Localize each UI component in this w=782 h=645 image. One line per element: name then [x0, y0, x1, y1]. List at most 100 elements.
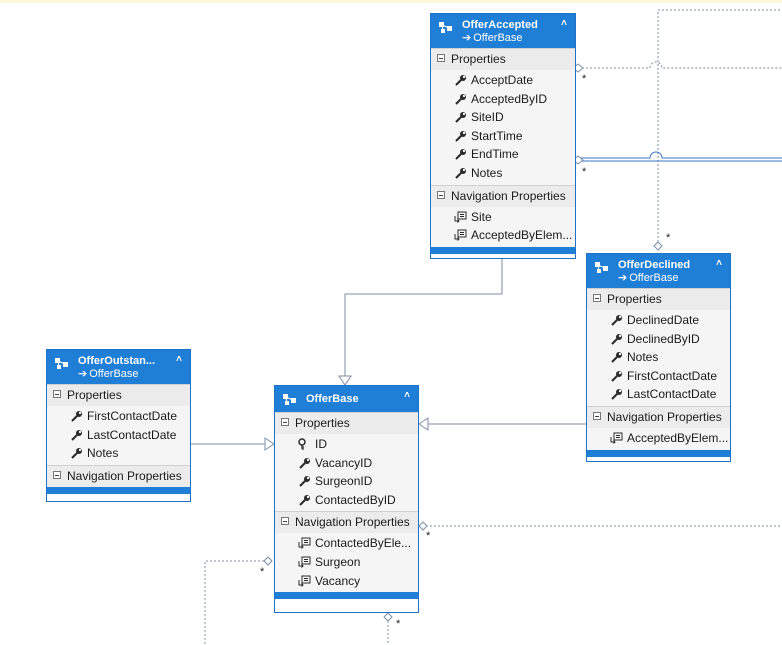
entity-icon — [54, 357, 70, 371]
property-item[interactable]: SiteID — [431, 108, 575, 127]
multiplicity-mark: * — [260, 566, 265, 578]
properties-section-header[interactable]: Properties — [431, 48, 575, 70]
association-line-1 — [578, 61, 782, 69]
item-label: AcceptedByElem... — [471, 228, 573, 243]
wrench-icon — [70, 410, 83, 422]
navigation-property-item[interactable]: AcceptedByElem... — [587, 429, 730, 448]
section-title: Navigation Properties — [295, 515, 410, 530]
wrench-icon — [454, 111, 467, 123]
navigation-section-header[interactable]: Navigation Properties — [275, 511, 418, 534]
multiplicity-mark: * — [396, 618, 401, 630]
wrench-icon — [610, 388, 623, 401]
entity-name: OfferAccepted — [462, 19, 538, 31]
wrench-icon — [610, 370, 623, 382]
collapse-minus-icon[interactable] — [593, 294, 601, 302]
property-item[interactable]: DeclinedDate — [587, 311, 730, 330]
collapse-minus-icon[interactable] — [281, 517, 289, 526]
navigation-property-item[interactable]: Surgeon — [275, 553, 418, 572]
collapse-chevron-icon[interactable]: ˄ — [404, 390, 410, 401]
collapse-minus-icon[interactable] — [281, 418, 289, 426]
entity-header[interactable]: OfferOutstan...➔OfferBase ˄ — [47, 350, 190, 384]
item-label: DeclinedByID — [627, 331, 700, 346]
item-label: Notes — [627, 350, 659, 365]
collapse-chevron-icon[interactable]: ˄ — [716, 258, 722, 269]
multiplicity-mark: * — [426, 530, 431, 542]
entity-icon — [438, 21, 454, 35]
section-title: Properties — [295, 416, 350, 430]
navigation-property-item[interactable]: Vacancy — [275, 572, 418, 591]
collapse-chevron-icon[interactable]: ˄ — [561, 18, 567, 29]
collapse-chevron-icon[interactable]: ˄ — [176, 354, 182, 365]
collapse-minus-icon[interactable] — [437, 190, 445, 199]
section-title: Navigation Properties — [451, 188, 566, 203]
properties-section-header[interactable]: Properties — [275, 412, 418, 434]
property-item[interactable]: AcceptDate — [431, 71, 575, 90]
entity-name: OfferOutstan... — [78, 355, 156, 367]
item-label: Notes — [471, 165, 503, 180]
navigation-list: AcceptedByElem... — [587, 427, 730, 450]
collapse-minus-icon[interactable] — [593, 411, 601, 420]
collapse-minus-icon[interactable] — [53, 470, 61, 479]
collapse-minus-icon[interactable] — [437, 54, 445, 62]
entity-base-type: ➔OfferBase — [78, 368, 168, 381]
property-item[interactable]: FirstContactDate — [47, 407, 190, 426]
property-item[interactable]: SurgeonID — [275, 472, 418, 491]
navigation-property-icon — [298, 537, 311, 550]
key-icon — [298, 438, 311, 450]
inherits-arrow-icon: ➔ — [78, 368, 88, 380]
section-title: Properties — [607, 292, 662, 306]
inheritance-arrowhead-top — [338, 375, 352, 386]
property-item[interactable]: Notes — [431, 164, 575, 183]
wrench-icon — [454, 74, 467, 86]
property-item[interactable]: LastContactDate — [587, 385, 730, 404]
wrench-icon — [454, 93, 467, 105]
properties-section-header[interactable]: Properties — [587, 288, 730, 310]
property-item[interactable]: AcceptedByID — [431, 90, 575, 109]
entity-header[interactable]: OfferAccepted➔OfferBase ˄ — [431, 14, 575, 48]
navigation-property-item[interactable]: AcceptedByElem... — [431, 226, 575, 245]
inheritance-arrowhead-left — [264, 437, 275, 451]
collapse-minus-icon[interactable] — [53, 390, 61, 398]
property-item[interactable]: DeclinedByID — [587, 330, 730, 349]
item-label: VacancyID — [315, 455, 373, 470]
entity-base-type: ➔OfferBase — [462, 32, 553, 45]
inherits-arrow-icon: ➔ — [618, 272, 628, 284]
item-label: ID — [315, 437, 327, 451]
entity-icon — [594, 261, 610, 275]
navigation-section-header[interactable]: Navigation Properties — [431, 184, 575, 207]
entity-name: OfferDeclined — [618, 259, 691, 271]
properties-section-header[interactable]: Properties — [47, 384, 190, 406]
property-item[interactable]: ID — [275, 435, 418, 454]
navigation-section-header[interactable]: Navigation Properties — [47, 464, 190, 487]
item-label: LastContactDate — [87, 427, 177, 442]
entity-header[interactable]: OfferDeclined➔OfferBase˄ — [587, 254, 730, 288]
property-item[interactable]: VacancyID — [275, 454, 418, 473]
property-item[interactable]: EndTime — [431, 145, 575, 164]
entity-icon — [282, 393, 298, 407]
wrench-icon — [610, 314, 623, 326]
top-edge-bar — [0, 0, 782, 3]
navigation-section-header[interactable]: Navigation Properties — [587, 405, 730, 428]
entity-header[interactable]: OfferBase˄ — [275, 386, 418, 412]
property-item[interactable]: StartTime — [431, 127, 575, 146]
property-item[interactable]: FirstContactDate — [587, 367, 730, 386]
wrench-icon — [454, 148, 467, 161]
entity-footer — [47, 486, 190, 494]
navigation-property-item[interactable]: Site — [431, 208, 575, 227]
item-label: Notes — [87, 446, 119, 461]
item-label: Surgeon — [315, 554, 361, 569]
navigation-property-item[interactable]: ContactedByEle... — [275, 534, 418, 553]
property-item[interactable]: Notes — [587, 348, 730, 367]
wrench-icon — [70, 429, 83, 441]
property-item[interactable]: LastContactDate — [47, 426, 190, 445]
navigation-property-icon — [610, 432, 623, 444]
property-item[interactable]: Notes — [47, 444, 190, 463]
property-item[interactable]: ContactedByID — [275, 491, 418, 510]
item-label: FirstContactDate — [627, 368, 718, 383]
